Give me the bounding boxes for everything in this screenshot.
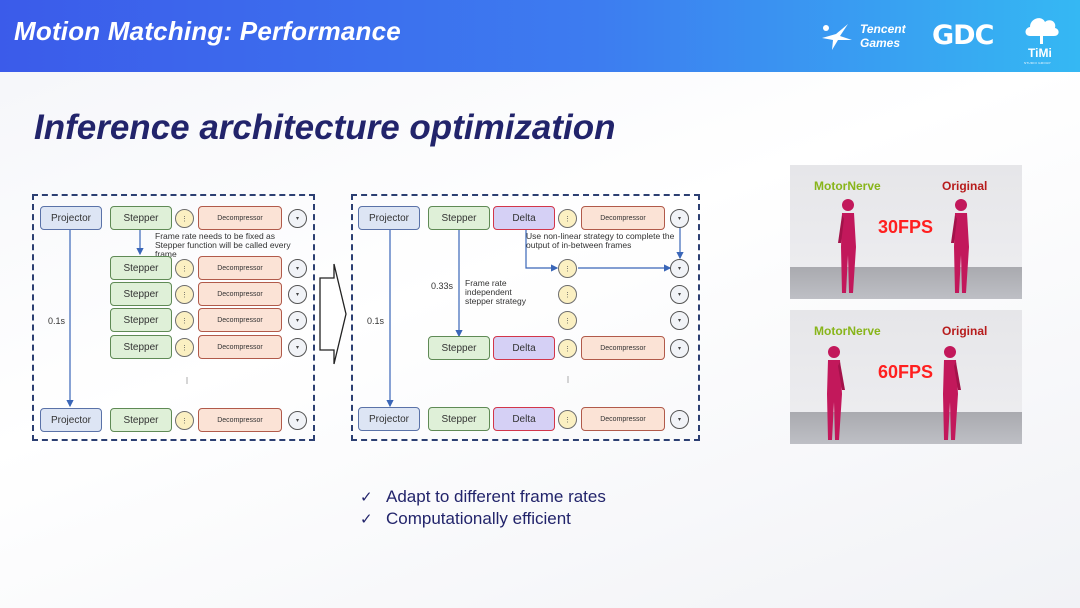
- right-output-node: ▾: [670, 209, 689, 228]
- left-decompressor-row4: Decompressor: [198, 335, 282, 359]
- tencent-logo-line2: Games: [860, 36, 901, 50]
- left-stepper-row3: Stepper: [110, 308, 172, 332]
- right-decompressor-bottom: Decompressor: [581, 407, 665, 431]
- right-delta-mid: Delta: [493, 336, 555, 360]
- right-output-node: ▾: [670, 311, 689, 330]
- right-output-node: ▾: [670, 339, 689, 358]
- right-mix-node: ⋮: [558, 311, 577, 330]
- comparison-60fps-image: MotorNerve Original 60FPS: [790, 310, 1022, 444]
- right-stepper-bottom: Stepper: [428, 407, 490, 431]
- right-output-node: ▾: [670, 259, 689, 278]
- check-icon: ✓: [360, 488, 373, 506]
- right-decompressor-mid: Decompressor: [581, 336, 665, 360]
- motornerve-label: MotorNerve: [814, 179, 881, 193]
- right-nonlinear-note: Use non-linear strategy to complete the …: [526, 231, 675, 250]
- left-stepper-top: Stepper: [110, 206, 172, 230]
- list-item: ✓ Computationally efficient: [360, 508, 606, 530]
- tencent-mark-icon: [822, 24, 852, 50]
- architecture-diagram: Projector Stepper ⋮ Decompressor ▾ Frame…: [28, 190, 708, 446]
- left-fixed-rate-note: Frame rate needs to be fixed as Stepper …: [155, 231, 291, 259]
- right-delta-bottom: Delta: [493, 407, 555, 431]
- right-mix-node: ⋮: [558, 410, 577, 429]
- bullet-text: Adapt to different frame rates: [386, 487, 606, 506]
- left-mix-node: ⋮: [175, 311, 194, 330]
- right-projector-top: Projector: [358, 206, 420, 230]
- header-title: Motion Matching: Performance: [14, 16, 401, 46]
- list-item: ✓ Adapt to different frame rates: [360, 486, 606, 508]
- original-label: Original: [942, 179, 988, 193]
- character-figure-icon: [827, 346, 845, 440]
- left-decompressor-row3: Decompressor: [198, 308, 282, 332]
- right-output-node: ▾: [670, 410, 689, 429]
- left-mix-node: ⋮: [175, 411, 194, 430]
- benefits-list: ✓ Adapt to different frame rates ✓ Compu…: [360, 486, 606, 530]
- left-projector-bottom: Projector: [40, 408, 102, 432]
- gdc-logo: GDC: [932, 20, 994, 51]
- timi-logo-text: TiMi: [1028, 46, 1052, 60]
- timi-logo: TiMi STUDIO GROUP: [1020, 10, 1064, 66]
- left-stepper-row4: Stepper: [110, 335, 172, 359]
- right-interval-label: 0.1s: [367, 316, 385, 326]
- motornerve-label: MotorNerve: [814, 324, 881, 338]
- right-projector-bottom: Projector: [358, 407, 420, 431]
- tencent-logo-line1: Tencent: [860, 22, 906, 36]
- right-delta-top: Delta: [493, 206, 555, 230]
- right-output-node: ▾: [670, 285, 689, 304]
- slide-subtitle: Inference architecture optimization: [34, 108, 616, 147]
- left-output-node: ▾: [288, 259, 307, 278]
- left-output-node: ▾: [288, 411, 307, 430]
- comparison-30fps-image: MotorNerve Original 30FPS: [790, 165, 1022, 299]
- left-projector-top: Projector: [40, 206, 102, 230]
- right-stepper-top: Stepper: [428, 206, 490, 230]
- character-figure-icon: [943, 346, 961, 440]
- left-mix-node: ⋮: [175, 338, 194, 357]
- right-stepper-interval-label: 0.33s: [431, 281, 454, 291]
- left-output-node: ▾: [288, 209, 307, 228]
- right-mix-node: ⋮: [558, 209, 577, 228]
- left-interval-label: 0.1s: [48, 316, 66, 326]
- left-stepper-row2: Stepper: [110, 282, 172, 306]
- left-mix-node: ⋮: [175, 209, 194, 228]
- right-mix-node: ⋮: [558, 339, 577, 358]
- left-mix-node: ⋮: [175, 285, 194, 304]
- right-mix-node: ⋮: [558, 259, 577, 278]
- left-dashed-frame: [32, 194, 315, 441]
- bullet-text: Computationally efficient: [386, 509, 571, 528]
- left-mix-node: ⋮: [175, 259, 194, 278]
- left-decompressor-top: Decompressor: [198, 206, 282, 230]
- left-stepper-row1: Stepper: [110, 256, 172, 280]
- left-output-node: ▾: [288, 285, 307, 304]
- header-bar: Motion Matching: Performance Tencent Gam…: [0, 0, 1080, 72]
- left-stepper-bottom: Stepper: [110, 408, 172, 432]
- fps-label: 60FPS: [878, 362, 934, 382]
- check-icon: ✓: [360, 510, 373, 528]
- left-decompressor-bottom: Decompressor: [198, 408, 282, 432]
- diagram-connectors: [66, 228, 684, 408]
- right-mix-node: ⋮: [558, 285, 577, 304]
- fps-label: 30FPS: [878, 217, 934, 237]
- left-decompressor-row1: Decompressor: [198, 256, 282, 280]
- tencent-games-logo: Tencent Games: [818, 18, 914, 54]
- character-figure-icon: [838, 199, 856, 293]
- original-label: Original: [942, 324, 988, 338]
- left-output-node: ▾: [288, 311, 307, 330]
- timi-cloud-icon: [1025, 18, 1059, 44]
- right-independent-note: Frame rate independent stepper strategy: [465, 278, 526, 306]
- left-decompressor-row2: Decompressor: [198, 282, 282, 306]
- character-figure-icon: [951, 199, 969, 293]
- timi-logo-sub: STUDIO GROUP: [1024, 61, 1051, 65]
- right-decompressor-top: Decompressor: [581, 206, 665, 230]
- left-output-node: ▾: [288, 338, 307, 357]
- right-stepper-mid: Stepper: [428, 336, 490, 360]
- right-dashed-frame: [351, 194, 700, 441]
